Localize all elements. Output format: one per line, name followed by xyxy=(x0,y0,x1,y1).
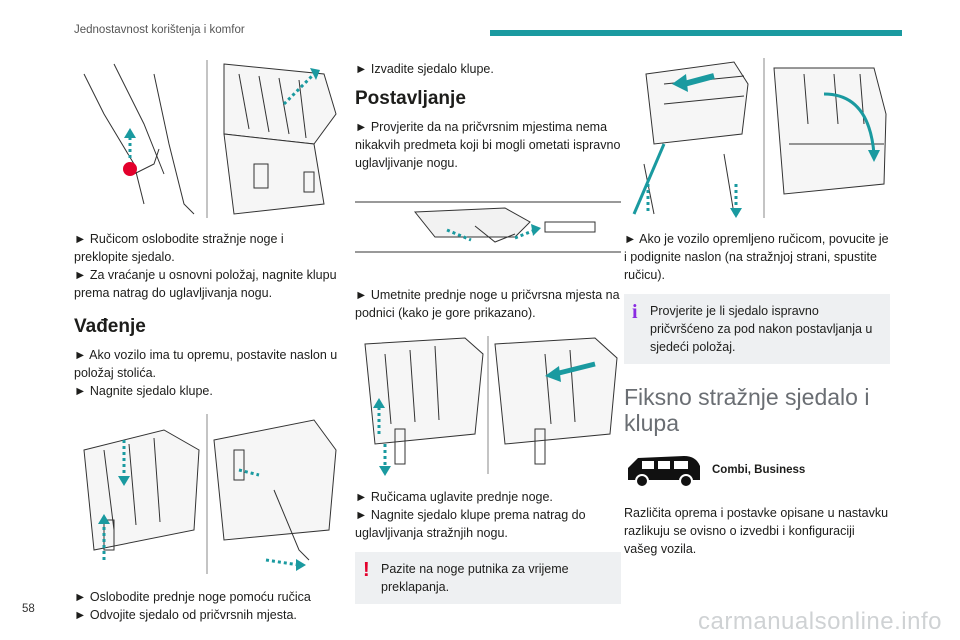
figure-raise-backrest xyxy=(624,54,890,220)
text-tilt-seat: ► Nagnite sjedalo klupe. xyxy=(74,384,213,398)
heading-install: Postavljanje xyxy=(355,88,466,109)
column-2: ► Izvadite sjedalo klupe. Postavljanje ►… xyxy=(355,54,621,604)
figure-fold-seat xyxy=(74,54,340,220)
running-header: Jednostavnost korištenja i komfor xyxy=(74,24,245,36)
warning-icon: ! xyxy=(363,559,370,581)
heading-removal: Vađenje xyxy=(74,316,146,337)
text-release-front-legs: ► Oslobodite prednje noge pomoću ručica xyxy=(74,590,311,604)
section-title: Fiksno stražnje sjedalo i klupa xyxy=(624,384,870,436)
text-equipment-varies: Različita oprema i postavke opisane u na… xyxy=(624,506,889,556)
lock-legs-illustration xyxy=(364,336,618,476)
backrest-raise-illustration xyxy=(632,58,887,218)
warning-note: ! Pazite na noge putnika za vrijeme prek… xyxy=(355,552,621,604)
page-number: 58 xyxy=(22,603,35,615)
vehicle-variant-label: Combi, Business xyxy=(712,464,806,476)
seat-removal-illustration xyxy=(83,414,337,574)
text-release-rear-legs: ► Ručicom oslobodite stražnje noge i pre… xyxy=(74,232,284,264)
van-icon xyxy=(628,456,700,488)
red-release-handle xyxy=(123,162,137,176)
text-table-position: ► Ako vozilo ima tu opremu, postavite na… xyxy=(74,348,338,380)
watermark: carmanualsonline.info xyxy=(698,608,942,635)
vehicle-variant-row: Combi, Business xyxy=(624,450,890,490)
text-detach-seat: ► Odvojite sjedalo od pričvrsnih mjesta. xyxy=(74,608,297,622)
column-3: ► Ako je vozilo opremljeno ručicom, povu… xyxy=(624,54,890,558)
figure-lock-front-legs xyxy=(355,334,621,476)
text-tilt-back: ► Nagnite sjedalo klupe prema natrag do … xyxy=(355,508,586,540)
column-1: ► Ručicom oslobodite stražnje noge i pre… xyxy=(74,54,340,624)
text-return-position: ► Za vraćanje u osnovni položaj, nagnite… xyxy=(74,268,337,300)
text-pull-handle: ► Ako je vozilo opremljeno ručicom, povu… xyxy=(624,232,889,282)
text-check-anchors: ► Provjerite da na pričvrsnim mjestima n… xyxy=(355,120,621,170)
seat-fold-illustration xyxy=(83,60,337,218)
text-remove-seat: ► Izvadite sjedalo klupe. xyxy=(355,62,494,76)
figure-remove-seat xyxy=(74,410,340,578)
figure-floor-anchors xyxy=(355,182,621,272)
text-lock-front-legs: ► Ručicama uglavite prednje noge. xyxy=(355,490,553,504)
header-accent-bar xyxy=(490,30,902,36)
warning-text: Pazite na noge putnika za vrijeme prekla… xyxy=(381,562,569,594)
floor-anchor-illustration xyxy=(355,201,621,253)
info-text: Provjerite je li sjedalo ispravno pričvr… xyxy=(650,304,873,354)
text-insert-front-legs: ► Umetnite prednje noge u pričvrsna mjes… xyxy=(355,288,620,320)
info-note: i Provjerite je li sjedalo ispravno prič… xyxy=(624,294,890,364)
info-icon: i xyxy=(632,301,638,323)
